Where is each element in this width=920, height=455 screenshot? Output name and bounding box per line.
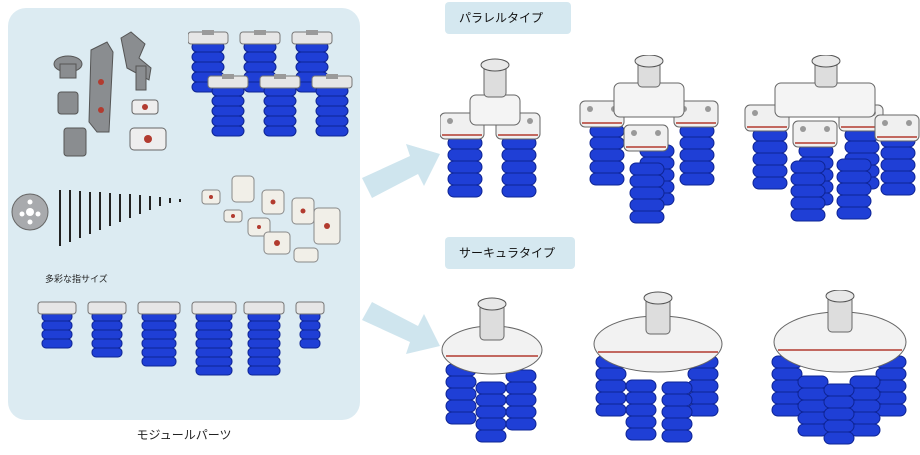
bellows-fingers-illustration: [188, 30, 353, 137]
arrow-to-parallel-icon: [362, 144, 440, 198]
parallel-gripper-6-finger: [744, 55, 920, 222]
fingertip-parts-illustration: [11, 175, 341, 263]
joint-parts-illustration: [53, 31, 167, 157]
arrow-to-circular-icon: [362, 302, 440, 354]
parallel-type-label: パラレルタイプ: [445, 2, 571, 34]
parallel-gripper-4-finger: [579, 55, 719, 224]
modular-parts-panel: 多彩な指サイズ: [8, 8, 360, 420]
parallel-grippers-illustration: [440, 55, 920, 224]
parallel-gripper-2-finger: [440, 58, 541, 198]
circular-gripper-4-finger: [593, 291, 723, 443]
circular-type-label: サーキュラタイプ: [445, 237, 575, 269]
finger-sizes-label: 多彩な指サイズ: [45, 275, 108, 285]
circular-gripper-3-finger: [441, 297, 543, 443]
circular-gripper-6-finger: [771, 290, 907, 445]
modular-parts-caption: モジュールパーツ: [136, 428, 232, 442]
finger-size-variants-illustration: [37, 301, 325, 376]
circular-grippers-illustration: [441, 290, 907, 445]
